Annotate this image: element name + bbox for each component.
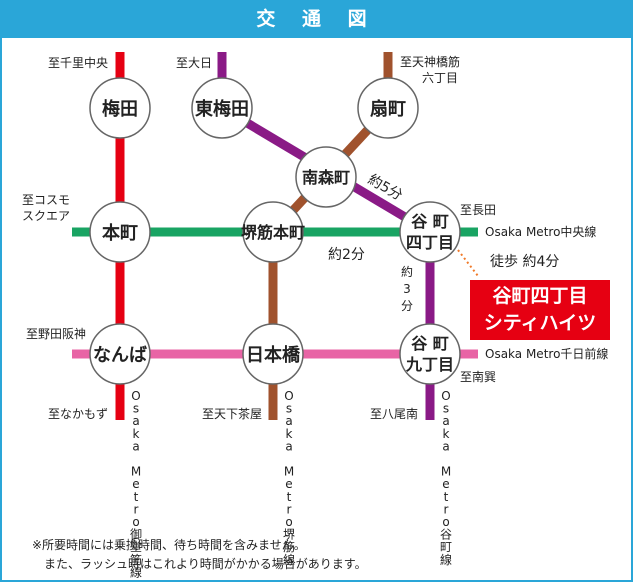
note-line-2: また、ラッシュ時はこれより時間がかかる場合があります。 <box>32 557 367 571</box>
map-title: 交 通 図 <box>0 0 633 38</box>
station-circle-tanimachi9 <box>399 323 461 385</box>
station-circle-nipponbashi <box>242 323 304 385</box>
note-line-1: ※所要時間には乗換時間、待ち時間を含みません。 <box>32 538 306 552</box>
station-circle-umeda <box>89 77 151 139</box>
direction-nakamozu: 至なかもず <box>48 407 108 421</box>
property-name-line2: シティハイツ <box>483 312 597 334</box>
station-circle-ogimachi <box>357 77 419 139</box>
direction-tenjinbashisuji-line1: 至天神橋筋 <box>400 54 460 69</box>
direction-cosmo-line1: 至コスモ <box>22 193 70 207</box>
station-honmachi: 本町 <box>102 222 138 244</box>
station-tanimachi9-line1: 谷 町 <box>411 334 449 353</box>
station-sakaisuji-honmachi: 堺筋本町 <box>241 223 305 242</box>
station-namba: なんば <box>93 345 147 366</box>
direction-yaominami: 至八尾南 <box>370 406 418 421</box>
property-box: 谷町四丁目 シティハイツ <box>470 280 610 340</box>
time-sakaisuji-honmachi-tanimachi4: 約2分 <box>328 247 365 263</box>
station-circle-honmachi <box>89 201 151 263</box>
direction-dainichi: 至大日 <box>176 56 212 70</box>
station-tanimachi4-line2: 四丁目 <box>406 233 454 252</box>
station-circle-namba <box>89 323 151 385</box>
time-walk: 徒歩 約4分 <box>490 254 559 270</box>
direction-nagata: 至長田 <box>460 203 496 217</box>
station-circle-higashi-umeda <box>191 77 253 139</box>
line-name-sennichimae: Osaka Metro千日前線 <box>485 346 608 361</box>
direction-nankou: 至南巽 <box>460 369 496 384</box>
station-higashi-umeda: 東梅田 <box>195 98 249 120</box>
line-name-chuo: Osaka Metro中央線 <box>485 224 596 239</box>
direction-noda-hanshin: 至野田阪神 <box>26 327 86 341</box>
station-circle-tanimachi4 <box>399 201 461 263</box>
notes: ※所要時間には乗換時間、待ち時間を含みません。 また、ラッシュ時はこれより時間が… <box>32 536 367 574</box>
station-nipponbashi: 日本橋 <box>246 344 301 366</box>
station-circle-sakaisuji-honmachi <box>242 201 304 263</box>
station-ogimachi: 扇町 <box>370 98 406 120</box>
direction-cosmo-line2: スクエア <box>22 209 70 223</box>
station-tanimachi4-line1: 谷 町 <box>411 212 449 231</box>
direction-tenjinbashisuji-line2: 六丁目 <box>422 71 458 85</box>
walk-path <box>457 249 479 277</box>
station-minamimorimachi: 南森町 <box>302 168 350 187</box>
station-circle-minamimorimachi <box>295 146 357 208</box>
property-name-line1: 谷町四丁目 <box>492 285 588 307</box>
station-umeda: 梅田 <box>102 98 138 120</box>
station-tanimachi9-line2: 九丁目 <box>405 355 454 374</box>
direction-tenga-chaya: 至天下茶屋 <box>202 406 262 421</box>
direction-senri-chuo: 至千里中央 <box>48 55 108 70</box>
